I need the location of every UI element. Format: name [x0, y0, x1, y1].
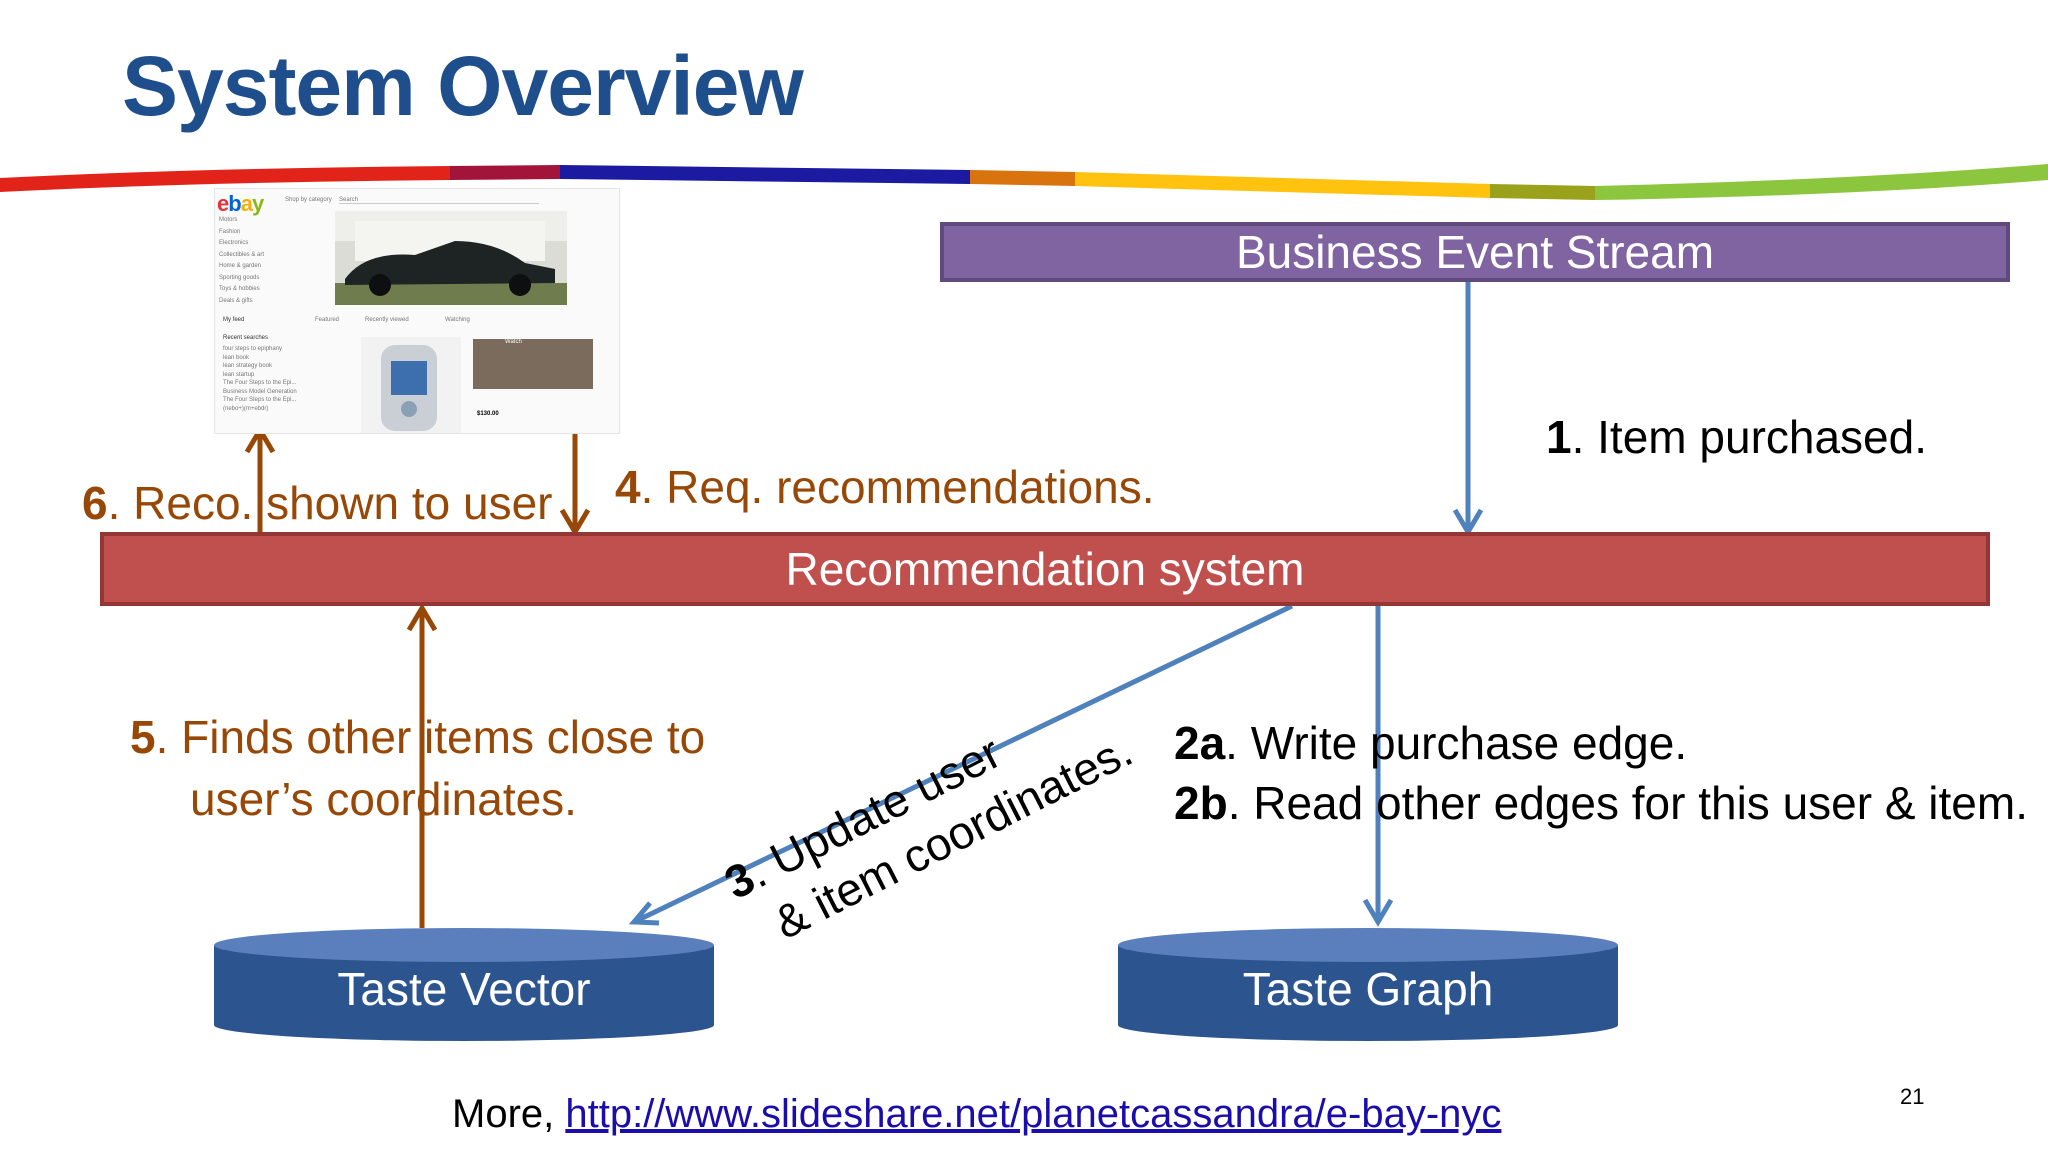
step-2a-text: . Write purchase edge.: [1225, 717, 1688, 769]
ebay-logo: ebay: [217, 191, 264, 216]
ebay-tab-featured: Featured: [315, 317, 340, 323]
step-4-number: 4: [615, 461, 641, 513]
recommendation-system-label: Recommendation system: [785, 543, 1305, 595]
slide-title: System Overview: [122, 39, 804, 133]
ebay-screenshot: ebay Shop by category Search Motors Fash…: [214, 188, 620, 434]
arrow-update-coordinates: [628, 603, 1294, 926]
step-2b-number: 2b: [1174, 777, 1228, 829]
business-event-stream-box: Business Event Stream: [940, 222, 2010, 282]
arrow-write-read-edges: [1362, 606, 1394, 927]
step-5-label: 5. Finds other items close to: [130, 710, 705, 764]
step-2a-label: 2a. Write purchase edge.: [1174, 716, 1687, 770]
ebay-tab-my-feed: My feed: [223, 317, 245, 323]
taste-graph-label: Taste Graph: [1242, 963, 1494, 1015]
ebay-price: $130.00: [477, 411, 499, 417]
arrow-item-purchased: [1452, 282, 1484, 537]
ebay-hero-car-image: [335, 211, 567, 305]
step-4-text: . Req. recommendations.: [640, 461, 1155, 513]
ebay-tab-recently-viewed: Recently viewed: [365, 317, 409, 323]
step-6-number: 6: [82, 477, 108, 529]
taste-vector-database: [214, 928, 714, 1041]
step-2a-number: 2a: [1174, 717, 1226, 769]
ebay-categories: Motors Fashion Electronics Collectibles …: [219, 217, 265, 304]
step-2b-label: 2b. Read other edges for this user & ite…: [1174, 776, 2028, 830]
arrow-request-recommendations: [559, 432, 591, 537]
ebay-phone-image: [361, 337, 461, 433]
recommendation-system-box: Recommendation system: [100, 532, 1990, 606]
ebay-tab-watching: Watching: [445, 317, 470, 323]
step-4-label: 4. Req. recommendations.: [615, 460, 1155, 514]
step-1-text: . Item purchased.: [1571, 411, 1927, 463]
ebay-search: Search: [339, 197, 539, 204]
step-1-label: 1. Item purchased.: [1546, 410, 1927, 464]
ebay-recent-searches: four steps to epiphany lean book lean st…: [223, 346, 297, 412]
step-1-number: 1: [1546, 411, 1572, 463]
step-6-label: 6. Reco. shown to user: [82, 476, 552, 530]
step-6-text: . Reco. shown to user: [107, 477, 553, 529]
footer-link[interactable]: http://www.slideshare.net/planetcassandr…: [565, 1092, 1502, 1136]
ebay-watch-item-image: [473, 339, 593, 389]
footer: More, http://www.slideshare.net/planetca…: [452, 1092, 1501, 1137]
footer-prefix: More,: [452, 1092, 566, 1136]
arrow-find-close-items: [406, 603, 438, 928]
step-5-line2: user’s coordinates.: [190, 773, 577, 825]
step-5-line1: . Finds other items close to: [155, 711, 706, 763]
business-event-stream-label: Business Event Stream: [1235, 226, 1715, 278]
taste-vector-label: Taste Vector: [337, 963, 591, 1015]
ebay-shop-by: Shop by category: [285, 197, 332, 203]
ebay-watch-label: Watch: [505, 339, 522, 345]
step-5-number: 5: [130, 711, 156, 763]
decorative-stripe: [0, 164, 2048, 200]
taste-graph-database: [1118, 928, 1618, 1041]
page-number: 21: [1900, 1084, 1925, 1109]
step-2b-text: . Read other edges for this user & item.: [1227, 777, 2028, 829]
ebay-recent-searches-label: Recent searches: [223, 335, 269, 341]
